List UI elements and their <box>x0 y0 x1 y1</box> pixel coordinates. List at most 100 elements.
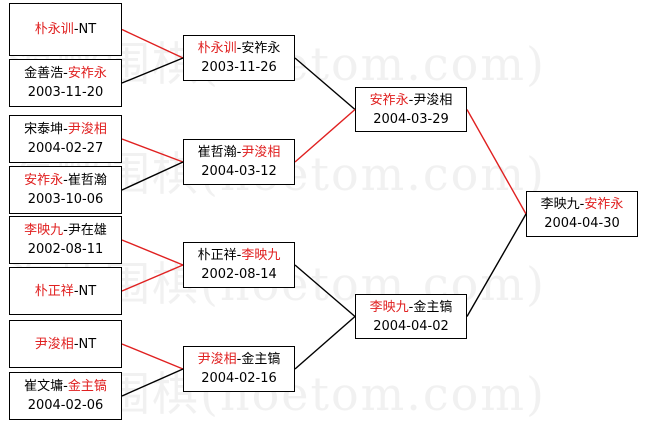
player-name: 尹浚相 <box>34 336 74 352</box>
separator: - <box>236 248 242 263</box>
match-players: 朴永训-安祚永 <box>198 39 281 58</box>
player-name: 李映九 <box>24 223 64 238</box>
bracket-connector <box>121 264 184 292</box>
separator: - <box>236 41 242 56</box>
bracket-connector <box>121 28 184 59</box>
match-date: 2004-03-29 <box>373 111 449 127</box>
player-name: 朴正祥 <box>34 283 74 299</box>
match-box: 朴正祥-NT <box>9 267 122 315</box>
separator: - <box>63 223 68 238</box>
match-box: 崔文墉-金主镐 2004-02-06 <box>9 372 122 420</box>
match-box: 安祚永-尹浚相 2004-03-29 <box>355 87 467 132</box>
bracket-connector <box>121 368 184 397</box>
match-players: 李映九-金主镐 <box>370 298 453 317</box>
player-name: 宋泰坤 <box>24 122 64 137</box>
bracket-connector <box>294 57 356 111</box>
match-players: 朴正祥-NT <box>35 282 96 301</box>
match-date: 2003-11-26 <box>201 60 277 75</box>
match-box: 宋泰坤-尹浚相 2004-02-27 <box>9 115 122 163</box>
match-box: 金善浩-安祚永 2003-11-20 <box>9 59 122 107</box>
match-box: 朴正祥-李映九 2002-08-14 <box>183 242 295 288</box>
match-date: 2002-08-11 <box>27 242 104 257</box>
match-box: 尹浚相-金主镐 2004-02-16 <box>183 346 295 392</box>
bracket-connector <box>294 264 356 318</box>
player-name: 尹浚相 <box>241 145 281 160</box>
separator: - <box>73 22 79 37</box>
bracket-connector <box>294 315 356 370</box>
player-name: 金主镐 <box>413 299 453 315</box>
player-name: 金主镐 <box>241 352 281 367</box>
match-date: 2004-02-06 <box>27 398 104 413</box>
bracket-connector <box>121 57 184 84</box>
match-players: 李映九-安祚永 <box>541 195 624 214</box>
player-name: NT <box>78 283 97 299</box>
player-name: 朴正祥 <box>197 248 237 263</box>
separator: - <box>63 122 68 137</box>
match-players: 金善浩-安祚永 <box>24 64 107 83</box>
separator: - <box>408 299 414 315</box>
bracket-connector <box>466 213 527 317</box>
player-name: 金善浩 <box>24 66 64 81</box>
match-players: 崔文墉-金主镐 <box>24 377 107 396</box>
player-name: 崔哲瀚 <box>67 173 107 188</box>
separator: - <box>63 66 68 81</box>
separator: - <box>579 197 585 212</box>
bracket-connector <box>121 161 184 191</box>
match-players: 安祚永-崔哲瀚 <box>24 171 107 190</box>
separator: - <box>73 283 79 299</box>
player-name: 崔哲瀚 <box>197 145 237 160</box>
player-name: 朴永训 <box>197 41 237 56</box>
separator: - <box>236 352 242 367</box>
separator: - <box>73 336 79 352</box>
player-name: 李映九 <box>369 299 409 315</box>
match-date: 2003-10-06 <box>27 192 104 207</box>
match-players: 宋泰坤-尹浚相 <box>24 120 107 139</box>
match-players: 崔哲瀚-尹浚相 <box>198 143 281 162</box>
match-box: 安祚永-崔哲瀚 2003-10-06 <box>9 166 122 214</box>
player-name: 金主镐 <box>67 379 107 394</box>
match-players: 朴永训-NT <box>35 20 96 39</box>
separator: - <box>63 379 68 394</box>
final-match-box: 李映九-安祚永 2004-04-30 <box>526 191 638 237</box>
match-players: 尹浚相-NT <box>35 335 96 354</box>
player-name: 崔文墉 <box>24 379 64 394</box>
bracket-connector <box>121 343 184 370</box>
player-name: 李映九 <box>540 197 580 212</box>
player-name: 尹浚相 <box>413 92 453 108</box>
match-box: 朴永训-NT <box>9 3 122 56</box>
separator: - <box>236 145 242 160</box>
match-box: 朴永训-安祚永 2003-11-26 <box>183 35 295 81</box>
match-box: 李映九-金主镐 2004-04-02 <box>355 294 467 339</box>
separator: - <box>63 173 68 188</box>
match-date: 2004-02-16 <box>201 371 277 386</box>
bracket-connector <box>466 109 527 215</box>
bracket-connector <box>121 138 184 163</box>
player-name: 尹浚相 <box>67 122 107 137</box>
match-date: 2002-08-14 <box>201 267 277 282</box>
match-players: 朴正祥-李映九 <box>198 246 281 265</box>
match-players: 尹浚相-金主镐 <box>198 350 281 369</box>
match-box: 李映九-尹在雄 2002-08-11 <box>9 216 122 264</box>
player-name: NT <box>78 336 97 352</box>
player-name: 安祚永 <box>584 197 624 212</box>
bracket-connector <box>121 239 184 266</box>
player-name: 安祚永 <box>67 66 107 81</box>
match-date: 2004-04-02 <box>373 318 449 334</box>
player-name: 朴永训 <box>34 22 74 37</box>
player-name: 尹在雄 <box>67 223 107 238</box>
match-box: 崔哲瀚-尹浚相 2004-03-12 <box>183 139 295 185</box>
match-date: 2004-04-30 <box>544 216 620 231</box>
player-name: 安祚永 <box>369 92 409 108</box>
player-name: 安祚永 <box>24 173 64 188</box>
player-name: 安祚永 <box>241 41 281 56</box>
separator: - <box>408 92 414 108</box>
player-name: 尹浚相 <box>197 352 237 367</box>
match-players: 李映九-尹在雄 <box>24 221 107 240</box>
player-name: NT <box>78 22 97 37</box>
player-name: 李映九 <box>241 248 281 263</box>
match-date: 2004-03-12 <box>201 164 277 179</box>
bracket-connector <box>294 108 356 163</box>
match-players: 安祚永-尹浚相 <box>370 91 453 110</box>
match-date: 2004-02-27 <box>27 141 104 156</box>
